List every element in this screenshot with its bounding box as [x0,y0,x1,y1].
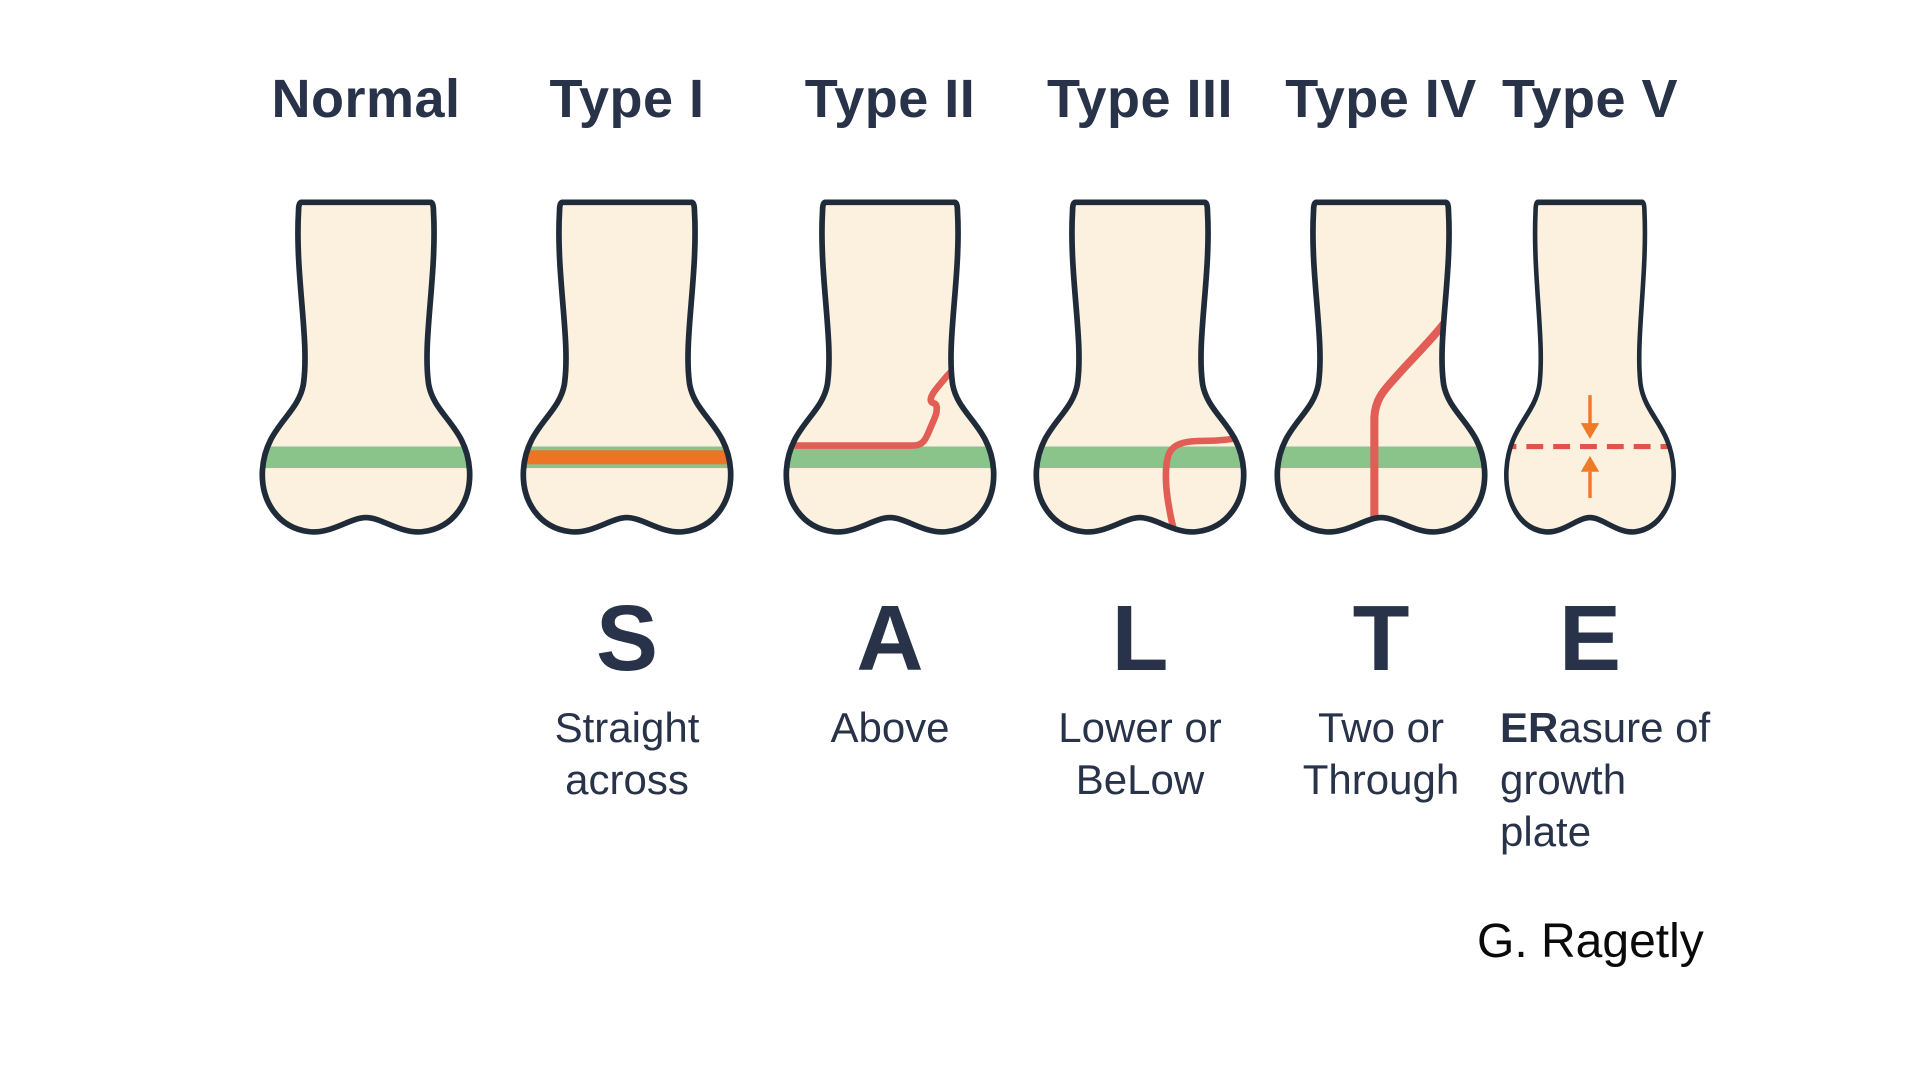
column-type2: Type II A Above [750,0,1030,1020]
column-title-type2: Type II [804,69,976,129]
bone-type2-illustration [783,199,997,535]
bone-normal-illustration [259,199,473,535]
fracture-line-through [1370,319,1448,531]
growth-plate-band [786,446,994,469]
mnemonic-letter-e: E [1558,586,1622,690]
compression-arrow-down [1580,395,1600,440]
compression-arrow-up [1580,455,1600,498]
mnemonic-description-t: Two or Through [1302,704,1460,803]
bone-type4-illustration [1274,199,1488,535]
mnemonic-letter-l: L [1111,586,1169,690]
column-type4: Type IV T Two or Through [1241,0,1521,1020]
growth-plate-band [1277,446,1485,469]
column-normal: Normal [226,0,506,1020]
growth-plate-band [262,446,470,469]
mnemonic-letter-s: S [595,586,659,690]
column-type5: Type V E ERasure of growth plate [1450,0,1730,1020]
fracture-straight-across [523,450,731,465]
column-type3: Type III L Lower or BeLow [1000,0,1280,1020]
fracture-line-below [1162,431,1244,532]
fracture-line-above [786,356,968,449]
column-type1: Type I S Straight across [487,0,767,1020]
mnemonic-description-l: Lower or BeLow [1058,704,1222,803]
bone-type1-illustration [520,199,734,535]
column-title-type5: Type V [1501,69,1679,129]
column-title-type4: Type IV [1285,69,1477,129]
column-title-normal: Normal [271,69,461,129]
mnemonic-description-a: Above [830,704,950,751]
bone-type5-illustration [1504,199,1676,535]
mnemonic-letter-a: A [856,586,924,690]
mnemonic-description-s: Straight across [554,704,700,803]
mnemonic-description-e: ERasure of growth plate [1500,704,1711,855]
column-title-type1: Type I [549,69,705,129]
growth-plate-band [1036,446,1244,469]
attribution: G. Ragetly [1477,915,1704,968]
mnemonic-letter-t: T [1352,586,1410,690]
bone-type3-illustration [1033,199,1247,535]
column-title-type3: Type III [1046,69,1234,129]
